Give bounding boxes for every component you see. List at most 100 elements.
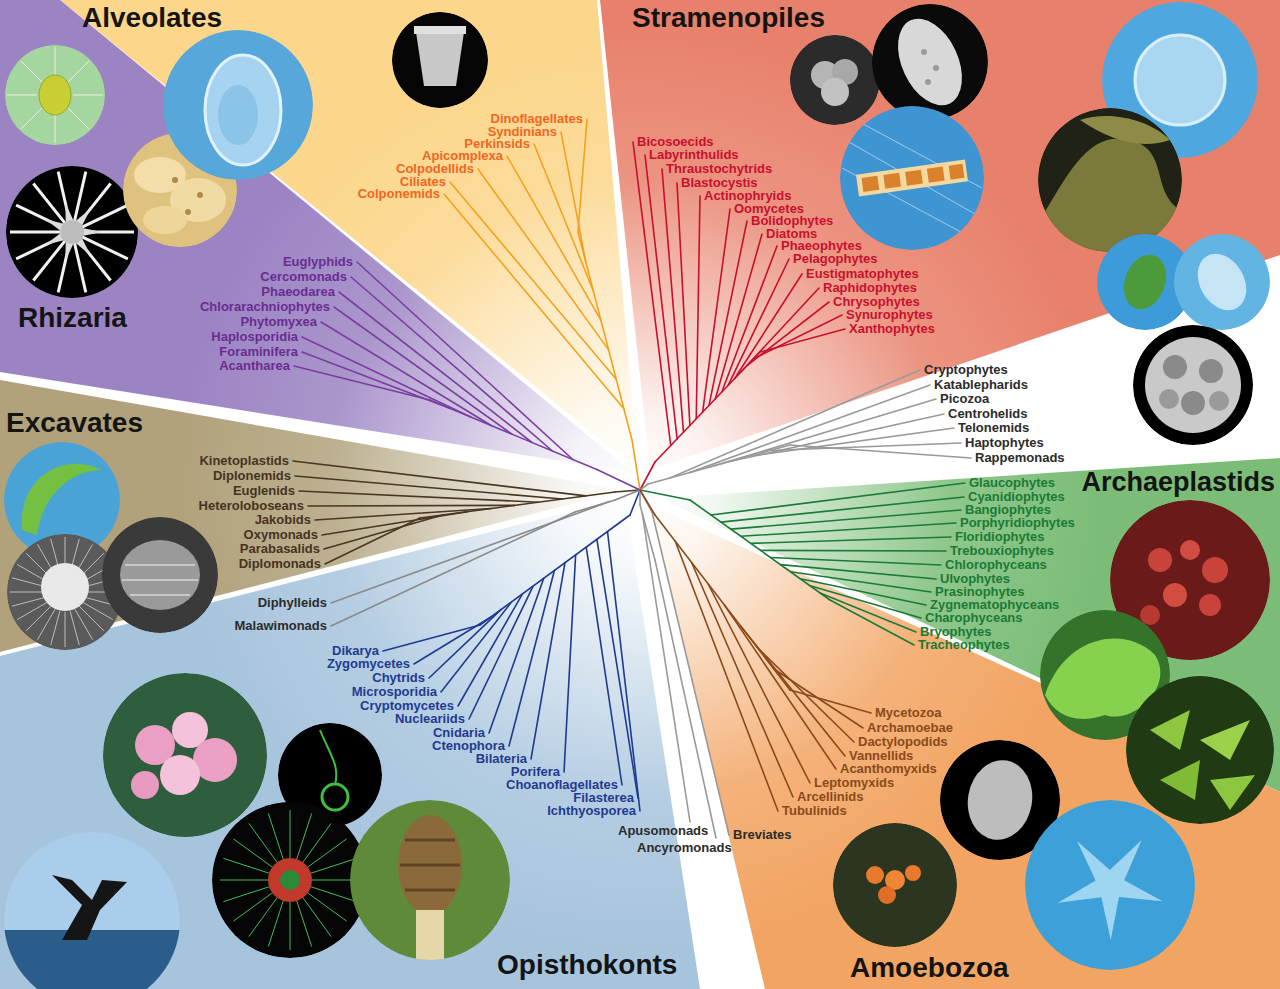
taxon-label: Apusomonads [618,823,708,839]
clade-heading: Stramenopiles [632,2,825,34]
photo-circle [1133,325,1253,445]
label-anchor: Phaeodarea [0,0,74,16]
photo-circle [350,800,510,960]
photo-content [103,673,267,837]
taxon-label: Kinetoplastids [199,453,289,469]
clade-wedge [0,498,700,989]
photo-detail [416,32,464,86]
tree-branch [640,462,655,490]
photo-content [392,12,488,108]
clade-region: Opisthokonts [0,498,700,989]
taxon-label: Colponemids [358,186,440,202]
taxon-label: Microsporidia [352,684,437,700]
label-anchor: Pelagophytes [0,0,85,16]
label-anchor: Glaucophytes [0,0,86,16]
label-anchor: Dinoflagellates [0,0,92,16]
taxon-label: Pelagophytes [793,251,878,267]
photo-detail [883,173,901,189]
photo-content [790,35,880,125]
taxon-label: Tracheophytes [918,637,1010,653]
photo-detail [1117,249,1174,315]
photo-detail [933,65,939,71]
photo-content [163,30,313,180]
label-anchor: Phytomyxea [0,0,77,16]
photo-detail [197,192,203,198]
label-anchor: Leptomyxids [0,0,80,16]
photo-ground [1025,800,1195,970]
clade-region: Alveolates [60,0,638,470]
taxon-label: Picozoa [940,391,989,407]
photo-circle [5,45,105,145]
label-anchor: Cryptomycetes [0,0,94,16]
label-anchor: Bangiophytes [0,0,86,16]
label-anchor: Chytrids [0,0,53,16]
label-anchor: Haplosporidia [0,0,87,16]
photo-detail [143,206,187,234]
photo-circle [790,35,880,125]
photo-ground [350,800,510,960]
photo-detail [10,172,134,293]
photo-content [872,4,988,120]
photo-ground [1133,325,1253,445]
photo-detail [949,164,965,180]
photo-detail [414,26,466,34]
label-anchor: Katablepharids [0,0,94,16]
photo-content [212,802,368,958]
label-anchor: Perkinsids [0,0,66,16]
label-anchor: Archamoebae [0,0,86,16]
taxon-label: Acantharea [219,358,290,374]
photo-ground [102,517,218,633]
photo-detail [220,810,360,950]
photo-detail [45,203,102,261]
taxon-label: Centrohelids [948,406,1027,422]
tree-branch [770,443,961,451]
label-anchor: Mycetozoa [0,0,66,16]
photo-detail [1209,391,1229,411]
label-anchor: Xanthophytes [0,0,86,16]
label-anchor: Oxymonads [0,0,74,16]
label-anchor: Tubulinids [0,0,65,16]
label-anchor: Ulvophytes [0,0,70,16]
label-anchor: Bilateria [0,0,51,16]
taxon-label: Cercomonads [260,269,347,285]
photo-detail [1181,391,1205,415]
label-anchor: Apusomonads [0,0,90,16]
label-anchor: Chrysophytes [0,0,87,16]
label-anchor: Diplonemids [0,0,78,16]
label-anchor: Foraminifera [0,0,79,16]
photo-detail [160,755,200,795]
taxon-label: Ichthyosporea [547,803,636,819]
tree-branch [640,484,648,490]
photo-circle [212,802,368,958]
photo-ground [872,4,988,120]
photo-detail [1080,116,1170,144]
label-anchor: Cryptophytes [0,0,84,16]
label-anchor: Arcellinids [0,0,66,16]
label-anchor: Bryophytes [0,0,72,16]
clade-heading: Excavates [6,407,143,439]
photo-detail [821,78,849,106]
label-anchor: Jakobids [0,0,56,16]
photo-content [1133,325,1253,445]
clade-wedge [60,0,638,470]
taxon-label: Ancyromonads [637,840,732,856]
clade-wedge-shape [650,505,1280,989]
label-anchor: Porifera [0,0,49,16]
taxon-label: Chlorophyceans [945,557,1047,573]
taxon-label: Oxymonads [244,527,318,543]
photo-circle [872,4,988,120]
photo-content [1025,800,1195,970]
photo-ground [163,30,313,180]
taxon-label: Heteroloboseans [199,498,304,514]
label-anchor: Labyrinthulids [0,0,90,16]
photo-ground [6,166,138,298]
taxon-label: Rappemonads [975,450,1065,466]
taxon-label: Thraustochytrids [666,161,772,177]
label-anchor: Euglyphids [0,0,70,16]
photo-detail [10,537,120,647]
photo-detail [1160,760,1200,800]
label-anchor: Syndinians [0,0,69,16]
photo-detail [1058,840,1163,940]
photo-detail [398,815,462,915]
photo-detail [1210,775,1255,810]
